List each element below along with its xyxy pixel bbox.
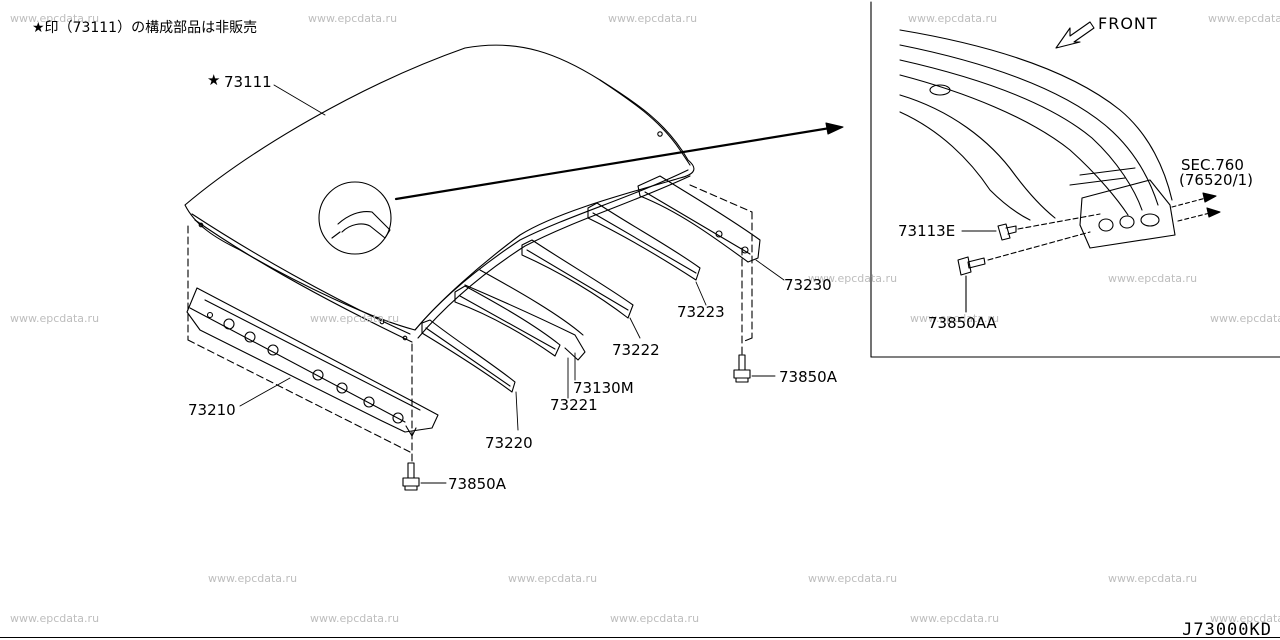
watermark: www.epcdata.ru — [910, 312, 1000, 325]
part-label-73222[interactable]: 73222 — [612, 341, 660, 359]
rear-roof-rail — [637, 175, 761, 263]
roof-bow-73223 — [587, 202, 701, 281]
part-label-73221[interactable]: 73221 — [550, 396, 598, 414]
clip-73113e — [961, 213, 1101, 241]
watermark: www.epcdata.ru — [1108, 272, 1198, 285]
front-header-rail — [186, 287, 439, 437]
part-label-73850a-bottom[interactable]: 73850A — [448, 475, 506, 493]
part-label-73850a-right[interactable]: 73850A — [779, 368, 837, 386]
watermark: www.epcdata.ru — [1210, 612, 1280, 625]
watermark: www.epcdata.ru — [608, 12, 698, 25]
bolt-73850aa — [957, 231, 1091, 313]
watermark: www.epcdata.ru — [10, 612, 100, 625]
watermark: www.epcdata.ru — [308, 12, 398, 25]
front-arrow-icon — [1055, 21, 1095, 49]
bottom-rule — [0, 637, 1280, 638]
sec-reference-line1[interactable]: SEC.760 — [1181, 156, 1244, 174]
watermark: www.epcdata.ru — [808, 572, 898, 585]
roof-panel — [184, 44, 695, 343]
star-icon: ★ — [207, 71, 221, 89]
watermark: www.epcdata.ru — [208, 572, 298, 585]
sec-arrows-icon — [1171, 192, 1221, 222]
watermark: www.epcdata.ru — [1108, 572, 1198, 585]
watermark: www.epcdata.ru — [508, 572, 598, 585]
watermark: www.epcdata.ru — [310, 612, 400, 625]
sec-reference-line2[interactable]: (76520/1) — [1179, 171, 1254, 189]
watermark: www.epcdata.ru — [310, 312, 400, 325]
front-label: FRONT — [1098, 14, 1158, 33]
watermark: www.epcdata.ru — [1208, 12, 1280, 25]
inset-detail — [870, 1, 1280, 358]
watermark: www.epcdata.ru — [610, 612, 700, 625]
non-sale-note: ★印（73111）の構成部品は非販売 — [32, 20, 258, 36]
roof-bow-73221 — [454, 269, 586, 361]
detail-callout — [318, 122, 844, 255]
bolt-73850a-bottom — [402, 462, 420, 491]
watermark: www.epcdata.ru — [808, 272, 898, 285]
part-label-73113e[interactable]: 73113E — [898, 222, 956, 240]
watermark: www.epcdata.ru — [10, 312, 100, 325]
part-label-73130m[interactable]: 73130M — [573, 379, 634, 397]
watermark: www.epcdata.ru — [1210, 312, 1280, 325]
watermark: www.epcdata.ru — [910, 612, 1000, 625]
part-label-73850aa[interactable]: 73850AA — [928, 314, 997, 332]
assembly-guides — [187, 184, 753, 463]
part-label-73230[interactable]: 73230 — [784, 276, 832, 294]
drawing-code: J73000KD — [1182, 620, 1272, 640]
bolt-73850a-right — [733, 354, 751, 383]
part-label-73220[interactable]: 73220 — [485, 434, 533, 452]
leader-lines — [239, 84, 785, 484]
part-label-73210[interactable]: 73210 — [188, 401, 236, 419]
part-label-73111[interactable]: 73111 — [224, 73, 272, 91]
watermark: www.epcdata.ru — [908, 12, 998, 25]
roof-bow-73222 — [521, 239, 634, 319]
watermark: www.epcdata.ru — [10, 12, 100, 25]
part-label-73223[interactable]: 73223 — [677, 303, 725, 321]
roof-bow-73220 — [421, 319, 516, 393]
